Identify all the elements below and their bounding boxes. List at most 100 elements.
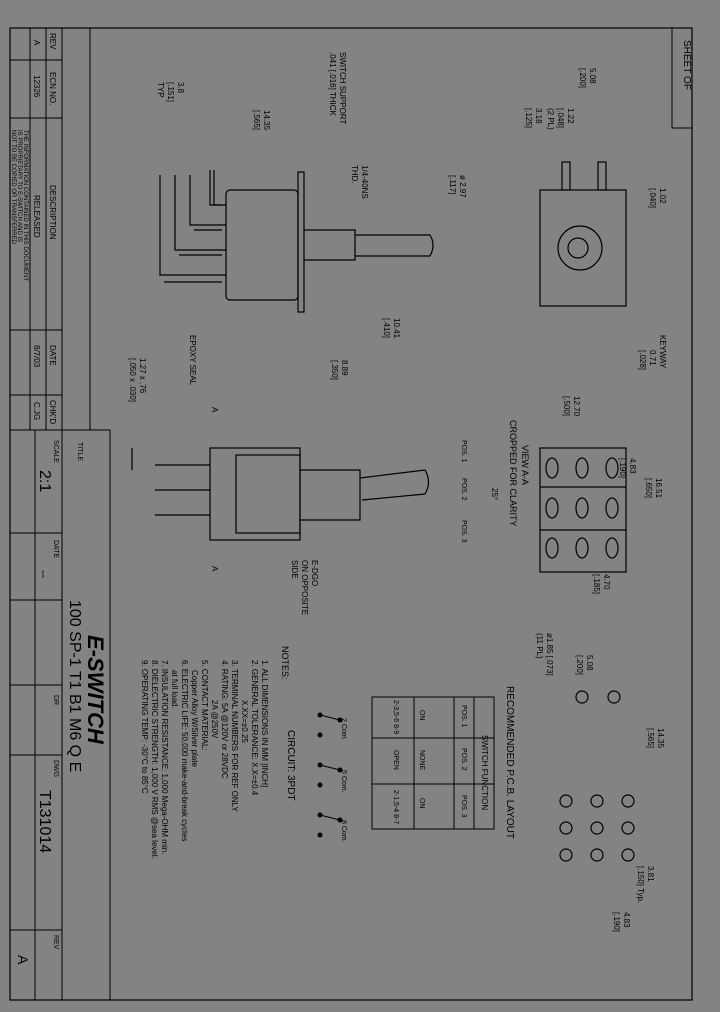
chkd-header: CHK'D: [48, 400, 57, 424]
note-8: 8. DIELECTRIC STRENGTH: 1,000 V RMS @sea…: [150, 660, 159, 859]
dim-1-22-inch: [.048]: [556, 108, 565, 128]
dim-1-02: 1.02: [658, 188, 667, 204]
switch-function-state-2: NONE: [418, 750, 425, 771]
dim-14-35: 14.35: [262, 110, 271, 131]
e-dgo-side-2: SIDE: [290, 560, 299, 579]
e-dgo-label: E-DGO: [310, 560, 319, 586]
switch-function-title: SWITCH FUNCTION: [480, 735, 489, 810]
note-1: 1. ALL DIMENSIONS IN MM [INCH]: [260, 660, 269, 787]
dim-3-8-inch: [.151]: [166, 82, 175, 102]
scale-label: SCALE: [52, 440, 59, 463]
circuit-diagram: [317, 712, 343, 838]
angle-label: 25°: [490, 488, 499, 500]
view-subtitle: CROPPED FOR CLARITY: [508, 420, 518, 527]
chkd-value: C.JG: [32, 402, 41, 420]
rev-label: REV: [52, 935, 59, 950]
circuit-title: CIRCUIT: 3PDT: [285, 730, 296, 801]
dim-diameter: ø 2.97: [458, 175, 467, 198]
pcb-dim-4-83: 4.83: [622, 912, 631, 928]
note-5b: Copper Alloy W/Silver plate: [190, 670, 199, 767]
dim-1-02-inch: [.040]: [648, 188, 657, 208]
note-7: 7. INSULATION RESISTANCE: 1,000 Mega-OHM…: [160, 660, 169, 854]
dim-14-35-inch: [.565]: [252, 110, 261, 130]
pcb-title: RECOMMENDED P.C.B. LAYOUT: [504, 686, 515, 839]
revision-block: REV ECN NO. DESCRIPTION DATE CHK'D A 123…: [9, 27, 91, 431]
proprietary-line-3: NOT TO BE COPIED OR TRANSFERRED: [10, 130, 16, 245]
thread-label: 1/4-40NS: [360, 165, 369, 199]
desc-value: RELEASED: [32, 195, 41, 238]
front-view: [131, 447, 430, 541]
date-value-row: 8/7/03: [32, 345, 41, 368]
pos-1-label: POS. 1: [460, 440, 467, 463]
pcb-layout: [559, 690, 635, 862]
note-6b: at full load.: [170, 670, 179, 709]
scale-value: 2:1: [36, 470, 53, 492]
rev-value-row: A: [32, 40, 41, 46]
dim-4-83-inch: [.190]: [618, 458, 627, 478]
switch-function-table: [371, 696, 495, 830]
pcb-dim-4-83-inch: [.190]: [612, 912, 621, 932]
pcb-dim-3-81-inch: [.150] Typ.: [636, 866, 645, 903]
dim-8-89-inch: [.350]: [330, 360, 339, 380]
section-arrow-bottom: A: [210, 566, 219, 572]
pcb-hole-size: ø1.85 [.073]: [545, 633, 554, 676]
circuit-com-2: 2 Com.: [340, 718, 347, 741]
pcb-dim-14-35: 14.35: [656, 728, 665, 749]
title-block: TITLE SCALE 2:1 DATE -- DR DWG T131014 R…: [9, 429, 111, 1001]
company-logo: E-SWITCH: [83, 635, 108, 745]
dim-0-71: 0.71: [648, 350, 657, 366]
pos-3-label: POS. 3: [460, 520, 467, 543]
desc-header: DESCRIPTION: [48, 185, 57, 240]
note-3: 3. TERMINAL NUMBERS FOR REF ONLY: [230, 660, 239, 813]
dim-0-71-inch: [.028]: [638, 350, 647, 370]
dim-5-08-inch: [.200]: [578, 68, 587, 88]
dim-8-89: 8.89: [340, 360, 349, 376]
terminal-view: [539, 447, 627, 573]
dim-1-27-inch: [.050 x .030]: [128, 358, 137, 402]
dim-16-51: 16.51: [654, 478, 663, 499]
dim-5-08: 5.08: [588, 68, 597, 84]
pcb-dim-5-08: 5.08: [585, 655, 594, 671]
pcb-dim-3-81: 3.81: [646, 866, 655, 882]
dim-1-22-count: (2 PL): [546, 108, 555, 130]
note-9: 9. OPERATING TEMP: -30°C to 85°C: [140, 660, 149, 794]
part-title: 100 SP-1 T1 B1 M6 Q E: [66, 600, 83, 772]
dwg-label: DWG: [52, 760, 59, 777]
pos-2-label: POS. 2: [460, 478, 467, 501]
dim-10-41-inch: [.410]: [382, 318, 391, 338]
dim-3-8: 3.8: [176, 82, 185, 94]
rev-value: A: [15, 955, 31, 965]
view-title: VIEW A-A: [520, 445, 530, 485]
circuit-com-5: 5 Com.: [340, 770, 347, 793]
note-2b: X.XX=±0.25: [240, 700, 249, 743]
note-5: 5. CONTACT MATERIAL:: [200, 660, 209, 751]
dr-label: DR: [52, 695, 59, 705]
switch-function-state-3: ON: [418, 798, 425, 809]
date-value: --: [37, 570, 51, 578]
switch-support-thickness: .041 [.016] THICK: [328, 52, 337, 117]
dim-3-8-typ: TYP: [156, 82, 165, 98]
notes-title: NOTES:: [280, 646, 290, 680]
pcb-dim-14-35-inch: [.565]: [646, 728, 655, 748]
sheet-label: SHEET OF: [681, 40, 692, 90]
switch-function-header-1: POS. 1: [460, 705, 467, 728]
dim-diameter-inch: [.117]: [448, 175, 457, 194]
keyway-label: KEYWAY: [658, 335, 667, 369]
dim-3-18: 3.18: [534, 108, 543, 124]
switch-function-conn-3: 2-1,5-4 8-7: [392, 790, 399, 824]
dim-12-70: 12.70: [572, 396, 581, 417]
proprietary-line-1: THE INFORMATION CONTAINED IN THIS DOCUME…: [22, 130, 28, 281]
side-view: [159, 170, 434, 313]
section-arrow-top: A: [210, 407, 219, 413]
switch-function-header-3: POS. 3: [460, 795, 467, 818]
dim-16-51-inch: [.650]: [644, 478, 653, 498]
drawing-number: T131014: [36, 790, 53, 853]
pcb-dim-5-08-inch: [.200]: [575, 655, 584, 675]
date-header: DATE: [48, 345, 57, 366]
switch-support-label: SWITCH SUPPORT: [338, 52, 347, 124]
dim-1-27: 1.27 x .76: [138, 358, 147, 394]
title-label: TITLE: [76, 442, 83, 461]
thread-suffix: THD.: [350, 165, 359, 184]
switch-function-state-1: ON: [418, 710, 425, 721]
